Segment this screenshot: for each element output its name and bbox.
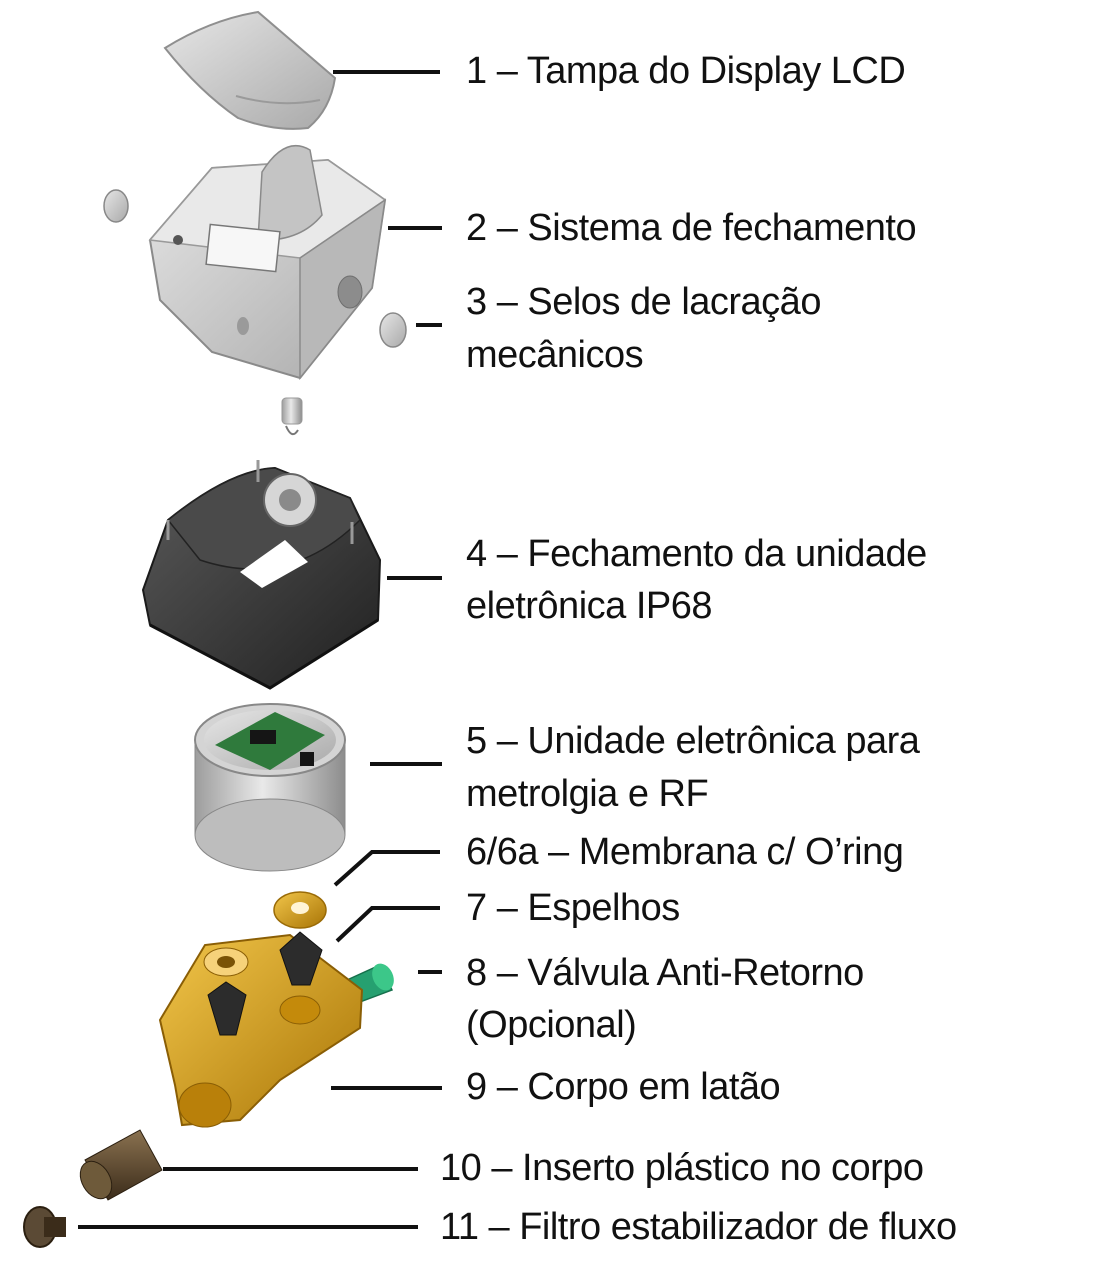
label-3-line1: 3 – Selos de lacração xyxy=(466,281,821,323)
plastic-insert-part xyxy=(79,1129,163,1201)
electronic-unit-part xyxy=(194,703,346,872)
leader-lines xyxy=(78,70,442,1229)
membrane-part xyxy=(273,891,327,929)
label-3-line2: mecânicos xyxy=(466,334,644,376)
label-6: 6/6a – Membrana c/ O’ring xyxy=(466,831,904,873)
label-9: 9 – Corpo em latão xyxy=(466,1066,781,1108)
label-11: 11 – Filtro estabilizador de fluxo xyxy=(440,1206,957,1248)
pin-part xyxy=(281,397,303,436)
seal-plug-left xyxy=(103,189,129,223)
brass-body-part xyxy=(158,931,364,1128)
label-8-line1: 8 – Válvula Anti-Retorno xyxy=(466,952,864,994)
flow-filter-part xyxy=(23,1206,66,1248)
label-5-line2: metrolgia e RF xyxy=(466,773,709,815)
label-5-line1: 5 – Unidade eletrônica para xyxy=(466,720,920,762)
seal-plug-right xyxy=(379,312,407,348)
leader-line-6 xyxy=(333,850,440,887)
label-2: 2 – Sistema de fechamento xyxy=(466,207,917,249)
label-7: 7 – Espelhos xyxy=(466,887,680,929)
ip68-housing-part xyxy=(141,460,382,690)
label-1: 1 – Tampa do Display LCD xyxy=(466,50,906,92)
closing-system-part xyxy=(148,145,387,381)
leader-line-7 xyxy=(335,906,440,943)
label-4-line1: 4 – Fechamento da unidade xyxy=(466,533,927,575)
label-10: 10 – Inserto plástico no corpo xyxy=(440,1147,924,1189)
label-8-line2: (Opcional) xyxy=(466,1004,637,1046)
label-4-line2: eletrônica IP68 xyxy=(466,585,713,627)
lcd-cover-part xyxy=(163,10,337,130)
